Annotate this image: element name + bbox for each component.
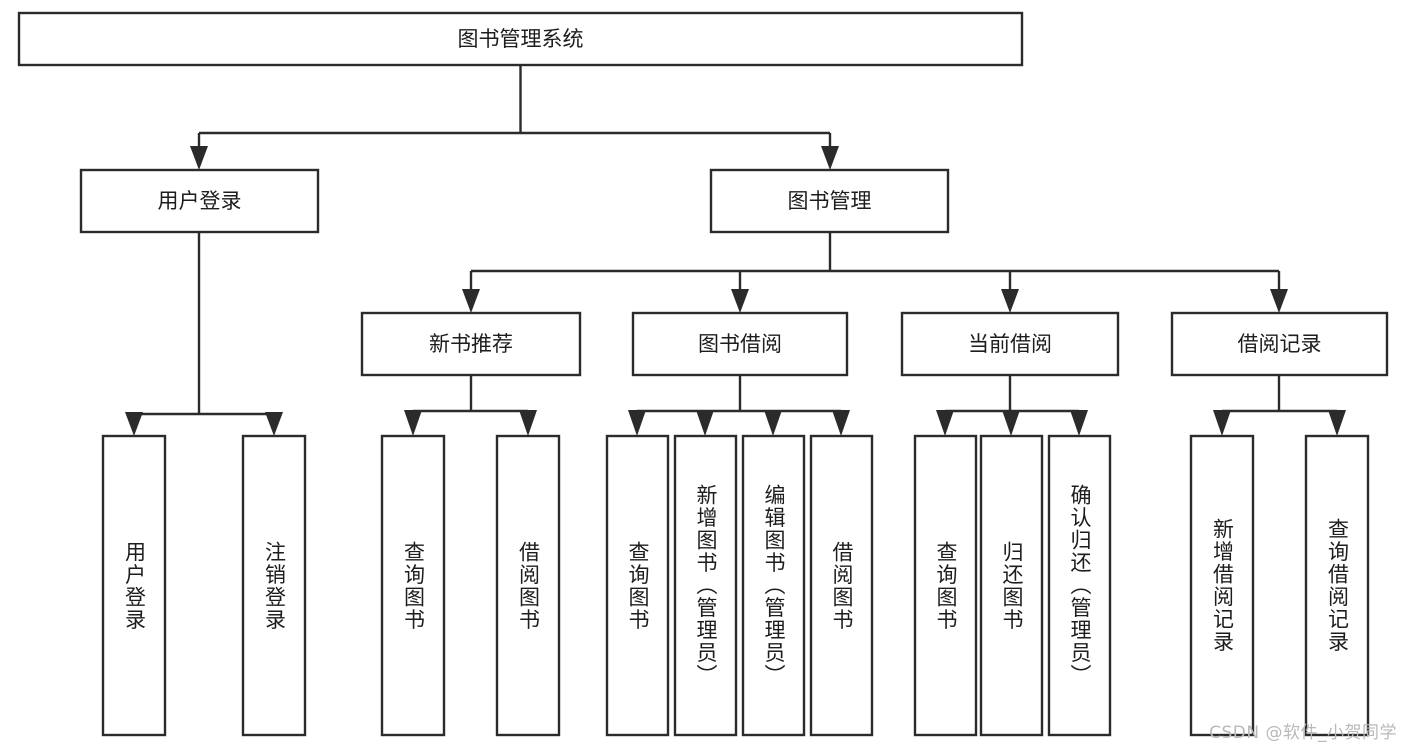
node-book-management-box[interactable] [709,168,950,234]
connector-layer [125,65,1346,436]
node-root-box[interactable] [17,11,1024,67]
node-user-login-box[interactable] [79,168,320,234]
node-book-borrow-label: 图书借阅 [698,332,782,356]
arrow-head-leaf-borrowrecord-1 [1213,410,1231,436]
node-user-login-label: 用户登录 [158,189,242,213]
arrow-head-leaf-newbook-1 [404,410,422,436]
node-leaf-query-book-1-box[interactable] [380,434,446,737]
node-leaf-return-book-box[interactable] [979,434,1044,737]
arrow-head-leaf-bookborrow-3 [764,410,782,436]
arrow-head-leaf-currentborrow-3 [1070,410,1088,436]
node-leaf-add-record-box[interactable] [1189,434,1255,737]
arrow-head-leaf-bookborrow-4 [832,410,850,436]
node-leaf-query-book-2-box[interactable] [605,434,670,737]
node-leaf-add-book-box[interactable] [673,434,738,737]
node-leaf-borrow-book-2-box[interactable] [809,434,874,737]
arrow-head-leaf-currentborrow-1 [936,410,954,436]
arrow-head-leaf-borrowrecord-2 [1328,410,1346,436]
node-layer: 图书管理系统 用户登录 图书管理 新书推荐 图书借阅 当前借阅 借阅记录 [17,11,1389,737]
arrow-head-to-borrowrecord [1270,289,1288,313]
node-leaf-query-record-box[interactable] [1304,434,1370,737]
arrow-head-leaf-user-login [125,412,143,436]
arrow-head-leaf-bookborrow-2 [696,410,714,436]
node-new-book-recommend-box[interactable] [360,311,582,377]
node-leaf-logout-box[interactable] [241,434,307,737]
node-current-borrow-label: 当前借阅 [968,332,1052,356]
arrow-head-to-bookmgmt [821,146,839,170]
node-current-borrow-box[interactable] [900,311,1120,377]
node-borrow-record-box[interactable] [1170,311,1389,377]
node-root-label: 图书管理系统 [458,27,584,51]
node-book-borrow-box[interactable] [631,311,849,377]
arrow-head-to-currentborrow [1001,289,1019,313]
arrow-head-to-newbook [462,289,480,313]
arrow-head-leaf-newbook-2 [519,410,537,436]
node-new-book-recommend-label: 新书推荐 [429,332,513,356]
node-leaf-borrow-book-1-box[interactable] [495,434,561,737]
arrow-head-leaf-currentborrow-2 [1002,410,1020,436]
node-book-management-label: 图书管理 [788,189,872,213]
arrow-head-leaf-logout [265,412,283,436]
arrow-head-to-userlogin [190,146,208,170]
node-leaf-confirm-return-box[interactable] [1047,434,1112,737]
node-leaf-query-book-3-box[interactable] [913,434,978,737]
arrow-head-to-bookborrow [731,289,749,313]
node-leaf-edit-book-box[interactable] [741,434,806,737]
node-leaf-user-login-box[interactable] [101,434,167,737]
watermark-text: CSDN @软件_小贺同学 [1209,723,1397,743]
arrow-head-leaf-bookborrow-1 [628,410,646,436]
node-borrow-record-label: 借阅记录 [1238,332,1322,356]
